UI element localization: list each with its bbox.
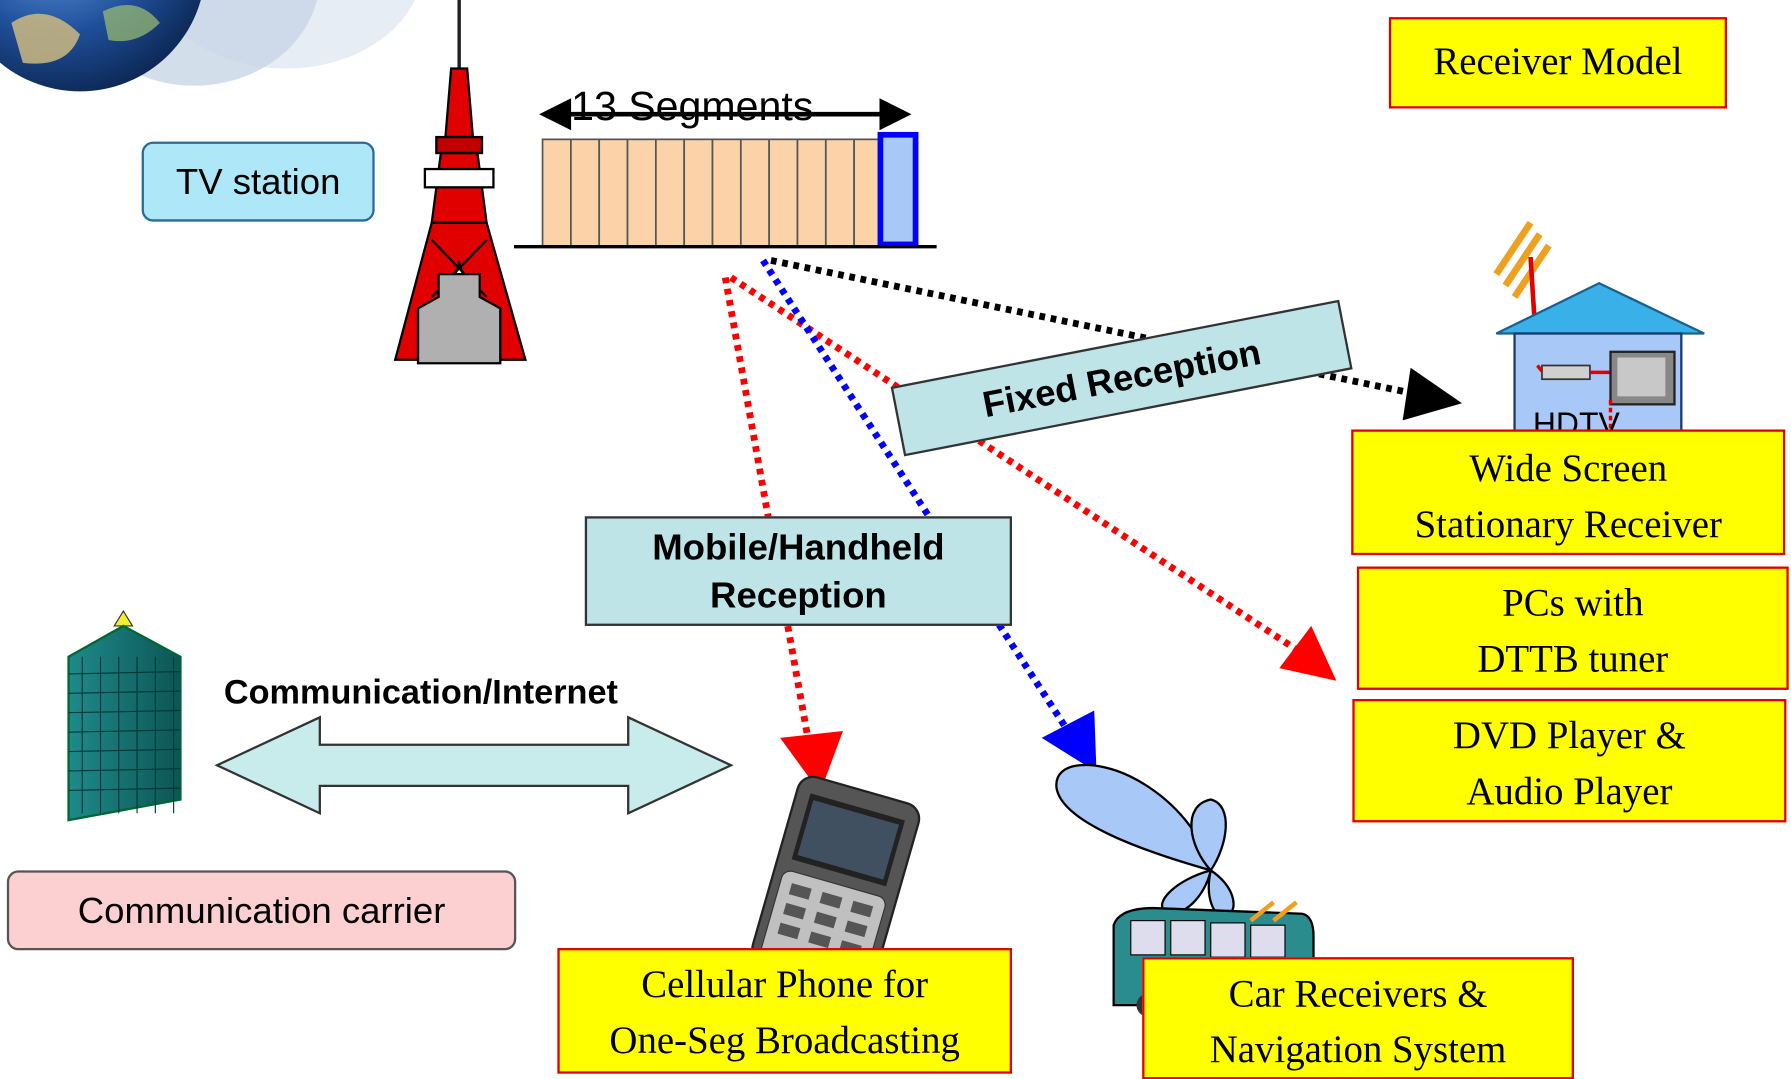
- segment: [654, 138, 686, 248]
- wide-screen-receiver-label: Wide Screen Stationary Receiver: [1351, 429, 1786, 556]
- house-icon: [1493, 220, 1705, 438]
- segment-bar: [541, 131, 919, 248]
- tv-station-label: TV station: [141, 141, 375, 222]
- receiver-model-label: Receiver Model: [1388, 17, 1728, 109]
- communication-double-arrow: [214, 715, 734, 816]
- segment: [711, 138, 742, 248]
- tv-tower-icon: [393, 0, 527, 365]
- segment: [768, 138, 799, 248]
- mobile-handheld-reception-label: Mobile/Handheld Reception: [584, 516, 1012, 626]
- segments-width-arrow: [539, 98, 912, 131]
- segment: [739, 138, 771, 248]
- pc-dttb-label: PCs with DTTB tuner: [1356, 566, 1789, 690]
- one-seg-highlight: [877, 131, 919, 248]
- segment: [570, 138, 601, 248]
- segment: [626, 138, 657, 248]
- segment: [683, 138, 714, 248]
- segment: [541, 138, 572, 248]
- segment: [796, 138, 827, 248]
- segments-label: 13 Segments: [571, 82, 814, 130]
- antenna-pattern-icon: [1055, 763, 1235, 918]
- car-navigation-label: Car Receivers & Navigation System: [1142, 957, 1574, 1079]
- communication-carrier-label: Communication carrier: [6, 870, 517, 951]
- segment: [598, 138, 629, 248]
- office-building-icon: [67, 609, 182, 822]
- car-reception-arrow: [760, 258, 1097, 773]
- segment: [824, 138, 855, 248]
- cellular-phone-label: Cellular Phone for One-Seg Broadcasting: [557, 948, 1012, 1074]
- globe-logo-icon: [0, 0, 415, 92]
- pc-reception-arrow: [729, 274, 1337, 681]
- dvd-audio-player-label: DVD Player & Audio Player: [1352, 699, 1787, 823]
- mobile-reception-arrow: [721, 276, 843, 793]
- communication-internet-label: Communication/Internet: [223, 673, 618, 712]
